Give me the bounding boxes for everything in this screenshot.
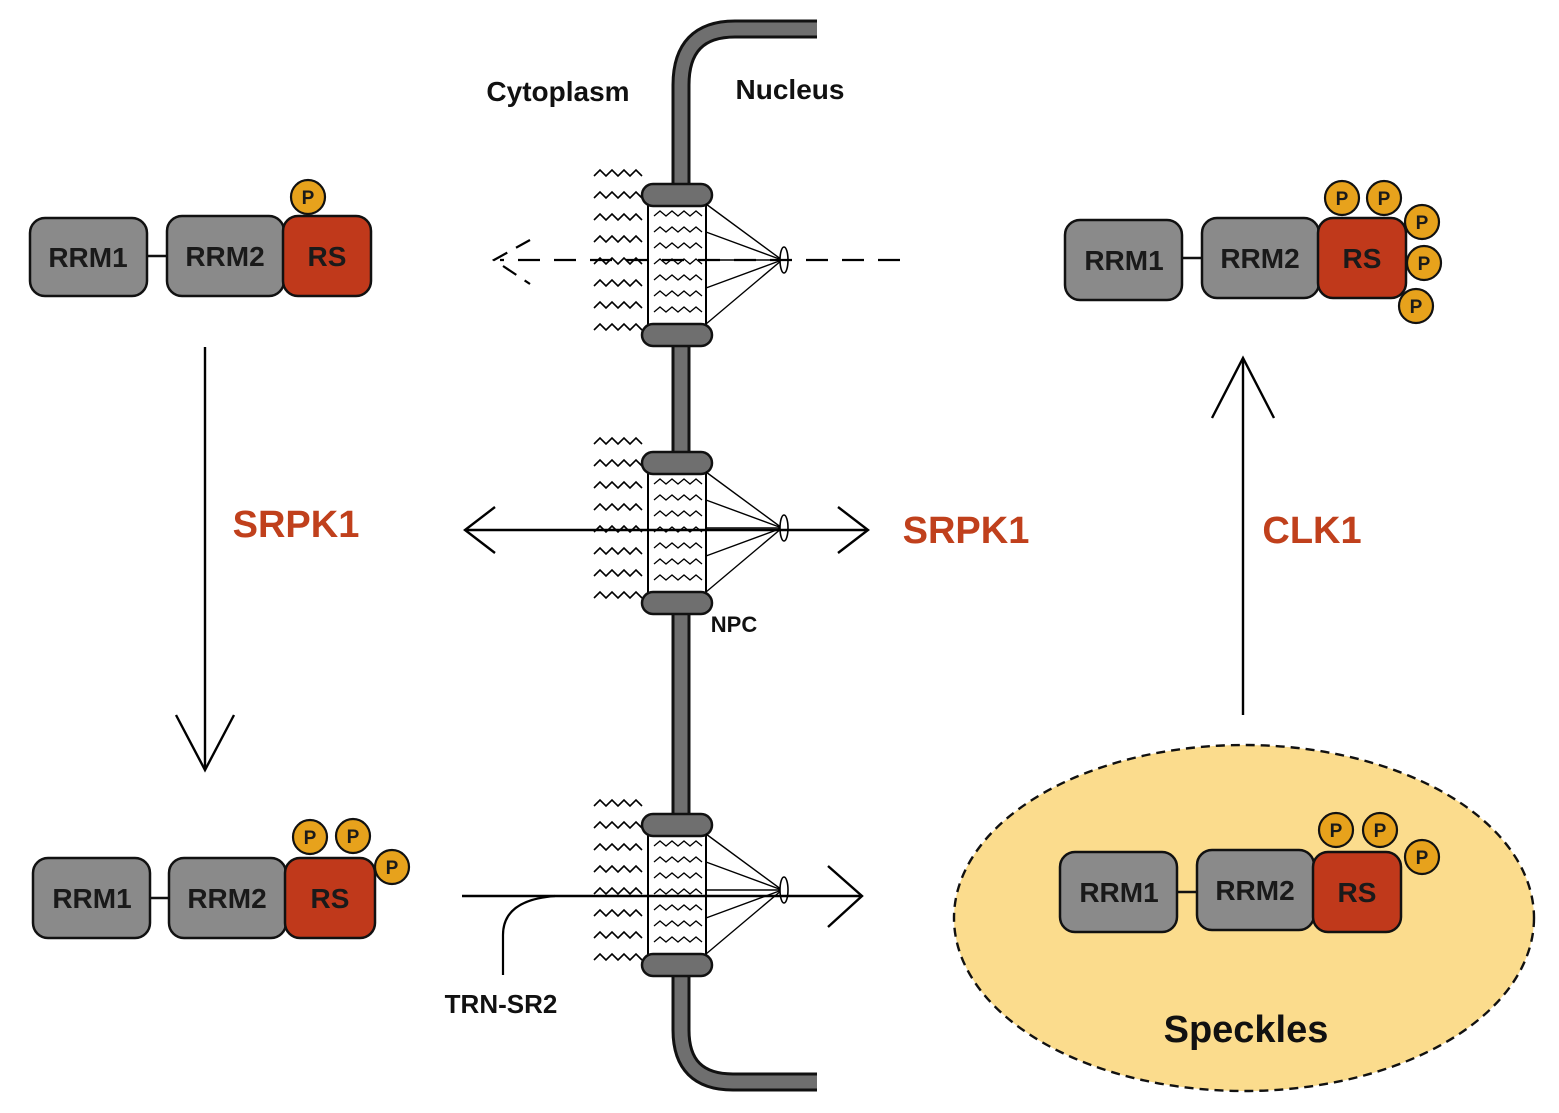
rrm1-label: RRM1 [48, 242, 127, 273]
rrm1-label: RRM1 [52, 883, 131, 914]
rrm1-domain [28, 216, 149, 298]
phosphate-group [1323, 179, 1361, 217]
phosphate-group [1361, 811, 1399, 849]
rrm1-label: RRM1 [1084, 245, 1163, 276]
phosphate-label: P [1378, 189, 1391, 210]
npc-label: NPC [711, 612, 758, 637]
phosphate-label: P [386, 858, 399, 879]
phosphate-label: P [1418, 254, 1431, 275]
rs-label: RS [311, 883, 350, 914]
rs-label: RS [308, 241, 347, 272]
clk1-phosphorylation-arrow [1210, 355, 1276, 715]
phosphate-group [289, 178, 327, 216]
sr-protein-speckles-tri-phospho: RRM1 RRM2 RS P P P [1058, 811, 1441, 934]
nuclear-pore-complex-top [594, 170, 788, 346]
nucleus-label: Nucleus [736, 74, 845, 105]
speckles-label: Speckles [1164, 1009, 1329, 1051]
srpk1-phosphorylation-arrow [174, 347, 236, 773]
rs-domain [283, 856, 377, 940]
cytoplasm-label: Cytoplasm [486, 76, 629, 107]
phosphate-group [1403, 203, 1441, 241]
clk1-label: CLK1 [1262, 510, 1361, 552]
phosphate-label: P [1416, 848, 1429, 869]
dashed-export-arrow [491, 239, 900, 285]
srpk1-nuclear-label: SRPK1 [903, 510, 1030, 552]
rrm1-label: RRM1 [1079, 877, 1158, 908]
rrm2-label: RRM2 [1220, 243, 1299, 274]
rs-label: RS [1338, 877, 1377, 908]
sr-protein-cytoplasm-mono-phospho: RRM1 RRM2 RS P [28, 178, 373, 298]
phosphate-group [334, 817, 372, 855]
phosphate-label: P [304, 828, 317, 849]
nuclear-pore-complex-middle [594, 438, 788, 614]
phosphate-group [1403, 838, 1441, 876]
sr-protein-cytoplasm-tri-phospho: RRM1 RRM2 RS P P P [31, 817, 411, 940]
rs-label: RS [1343, 243, 1382, 274]
rrm2-label: RRM2 [185, 241, 264, 272]
import-arrow [462, 865, 864, 975]
phosphate-label: P [1330, 821, 1343, 842]
phosphate-group [1397, 287, 1435, 325]
phosphate-label: P [1416, 213, 1429, 234]
nuclear-pore-complex-bottom [594, 800, 788, 976]
sr-protein-nucleus-hyper-phospho: RRM1 RRM2 RS P P P P P [1063, 179, 1443, 325]
rrm1-domain [1058, 850, 1179, 934]
trn-sr2-label: TRN-SR2 [445, 989, 558, 1019]
phosphate-label: P [347, 827, 360, 848]
rs-domain [1311, 850, 1403, 934]
phosphate-label: P [1410, 297, 1423, 318]
rrm2-label: RRM2 [1215, 875, 1294, 906]
phosphate-group [1405, 244, 1443, 282]
phosphate-group [1365, 179, 1403, 217]
srpk1-cytoplasm-label: SRPK1 [233, 504, 360, 546]
rrm1-domain [1063, 218, 1184, 302]
rrm1-domain [31, 856, 152, 940]
rs-domain [1316, 216, 1408, 300]
rs-domain [281, 214, 373, 298]
phosphate-group [1317, 811, 1355, 849]
rrm2-label: RRM2 [187, 883, 266, 914]
phosphate-label: P [1374, 821, 1387, 842]
phosphate-label: P [302, 188, 315, 209]
phosphate-group [291, 818, 329, 856]
bidirectional-arrow [463, 506, 870, 554]
phosphate-group [373, 848, 411, 886]
phosphate-label: P [1336, 189, 1349, 210]
